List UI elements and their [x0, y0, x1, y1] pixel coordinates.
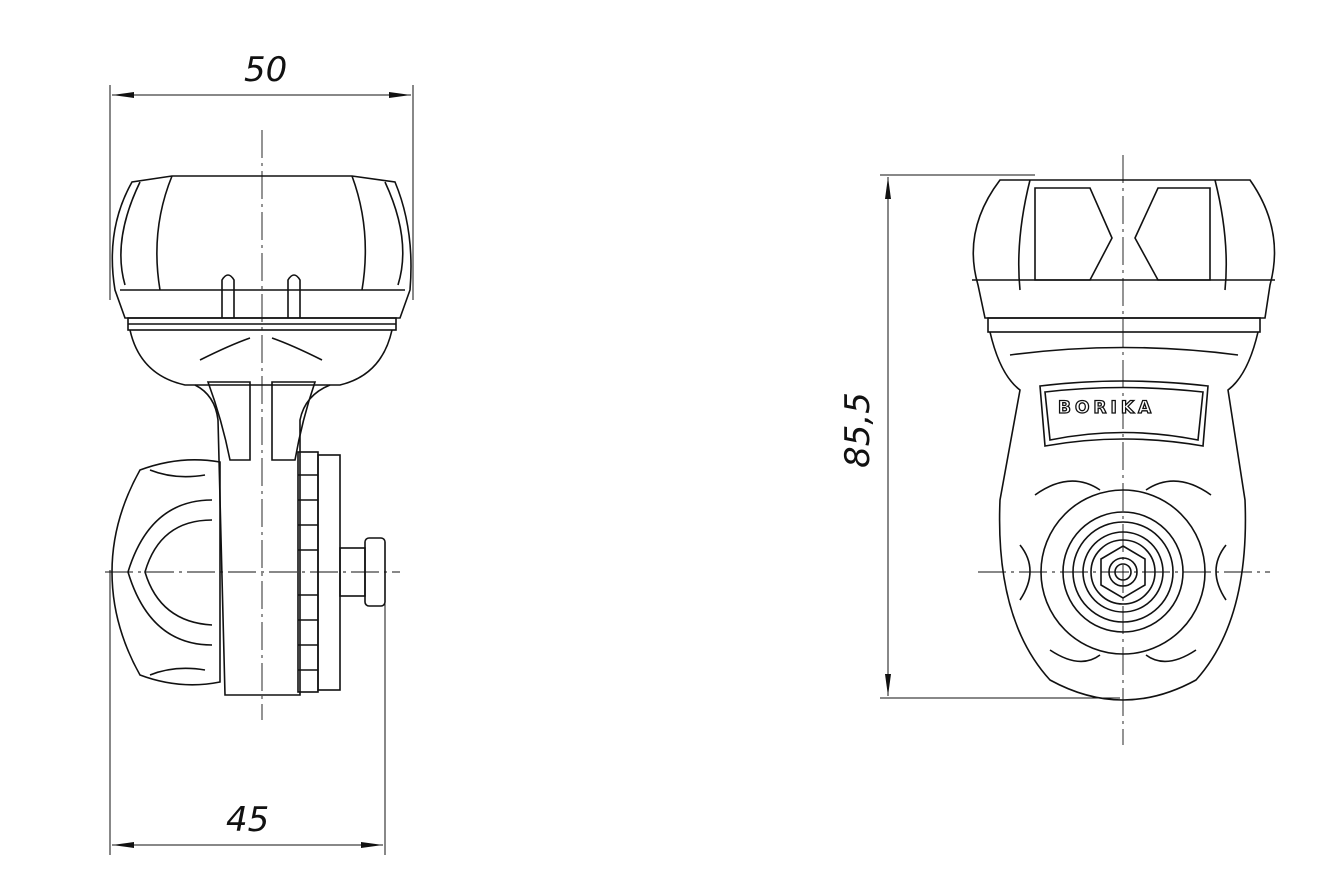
- dimension-height: [880, 174, 1120, 699]
- brand-plate: [1039, 380, 1209, 447]
- mount-disc: [297, 451, 386, 693]
- dimension-label-top-width: 50: [244, 50, 288, 90]
- side-view: [105, 85, 414, 855]
- dimension-bottom-width: [109, 570, 386, 855]
- dimension-top-width: [109, 85, 414, 300]
- center-lines: [105, 130, 400, 720]
- side-knob: [111, 458, 221, 686]
- dimension-label-bottom-width: 45: [226, 800, 270, 840]
- center-lines-front: [978, 155, 1270, 745]
- front-view: [880, 155, 1276, 745]
- knob-head: [111, 175, 412, 386]
- knob-head-front: [972, 179, 1276, 701]
- stem: [194, 337, 331, 696]
- lock-knob: [1019, 480, 1227, 663]
- dimension-label-height: 85,5: [837, 392, 878, 468]
- brand-label: BORIKA: [1057, 397, 1156, 418]
